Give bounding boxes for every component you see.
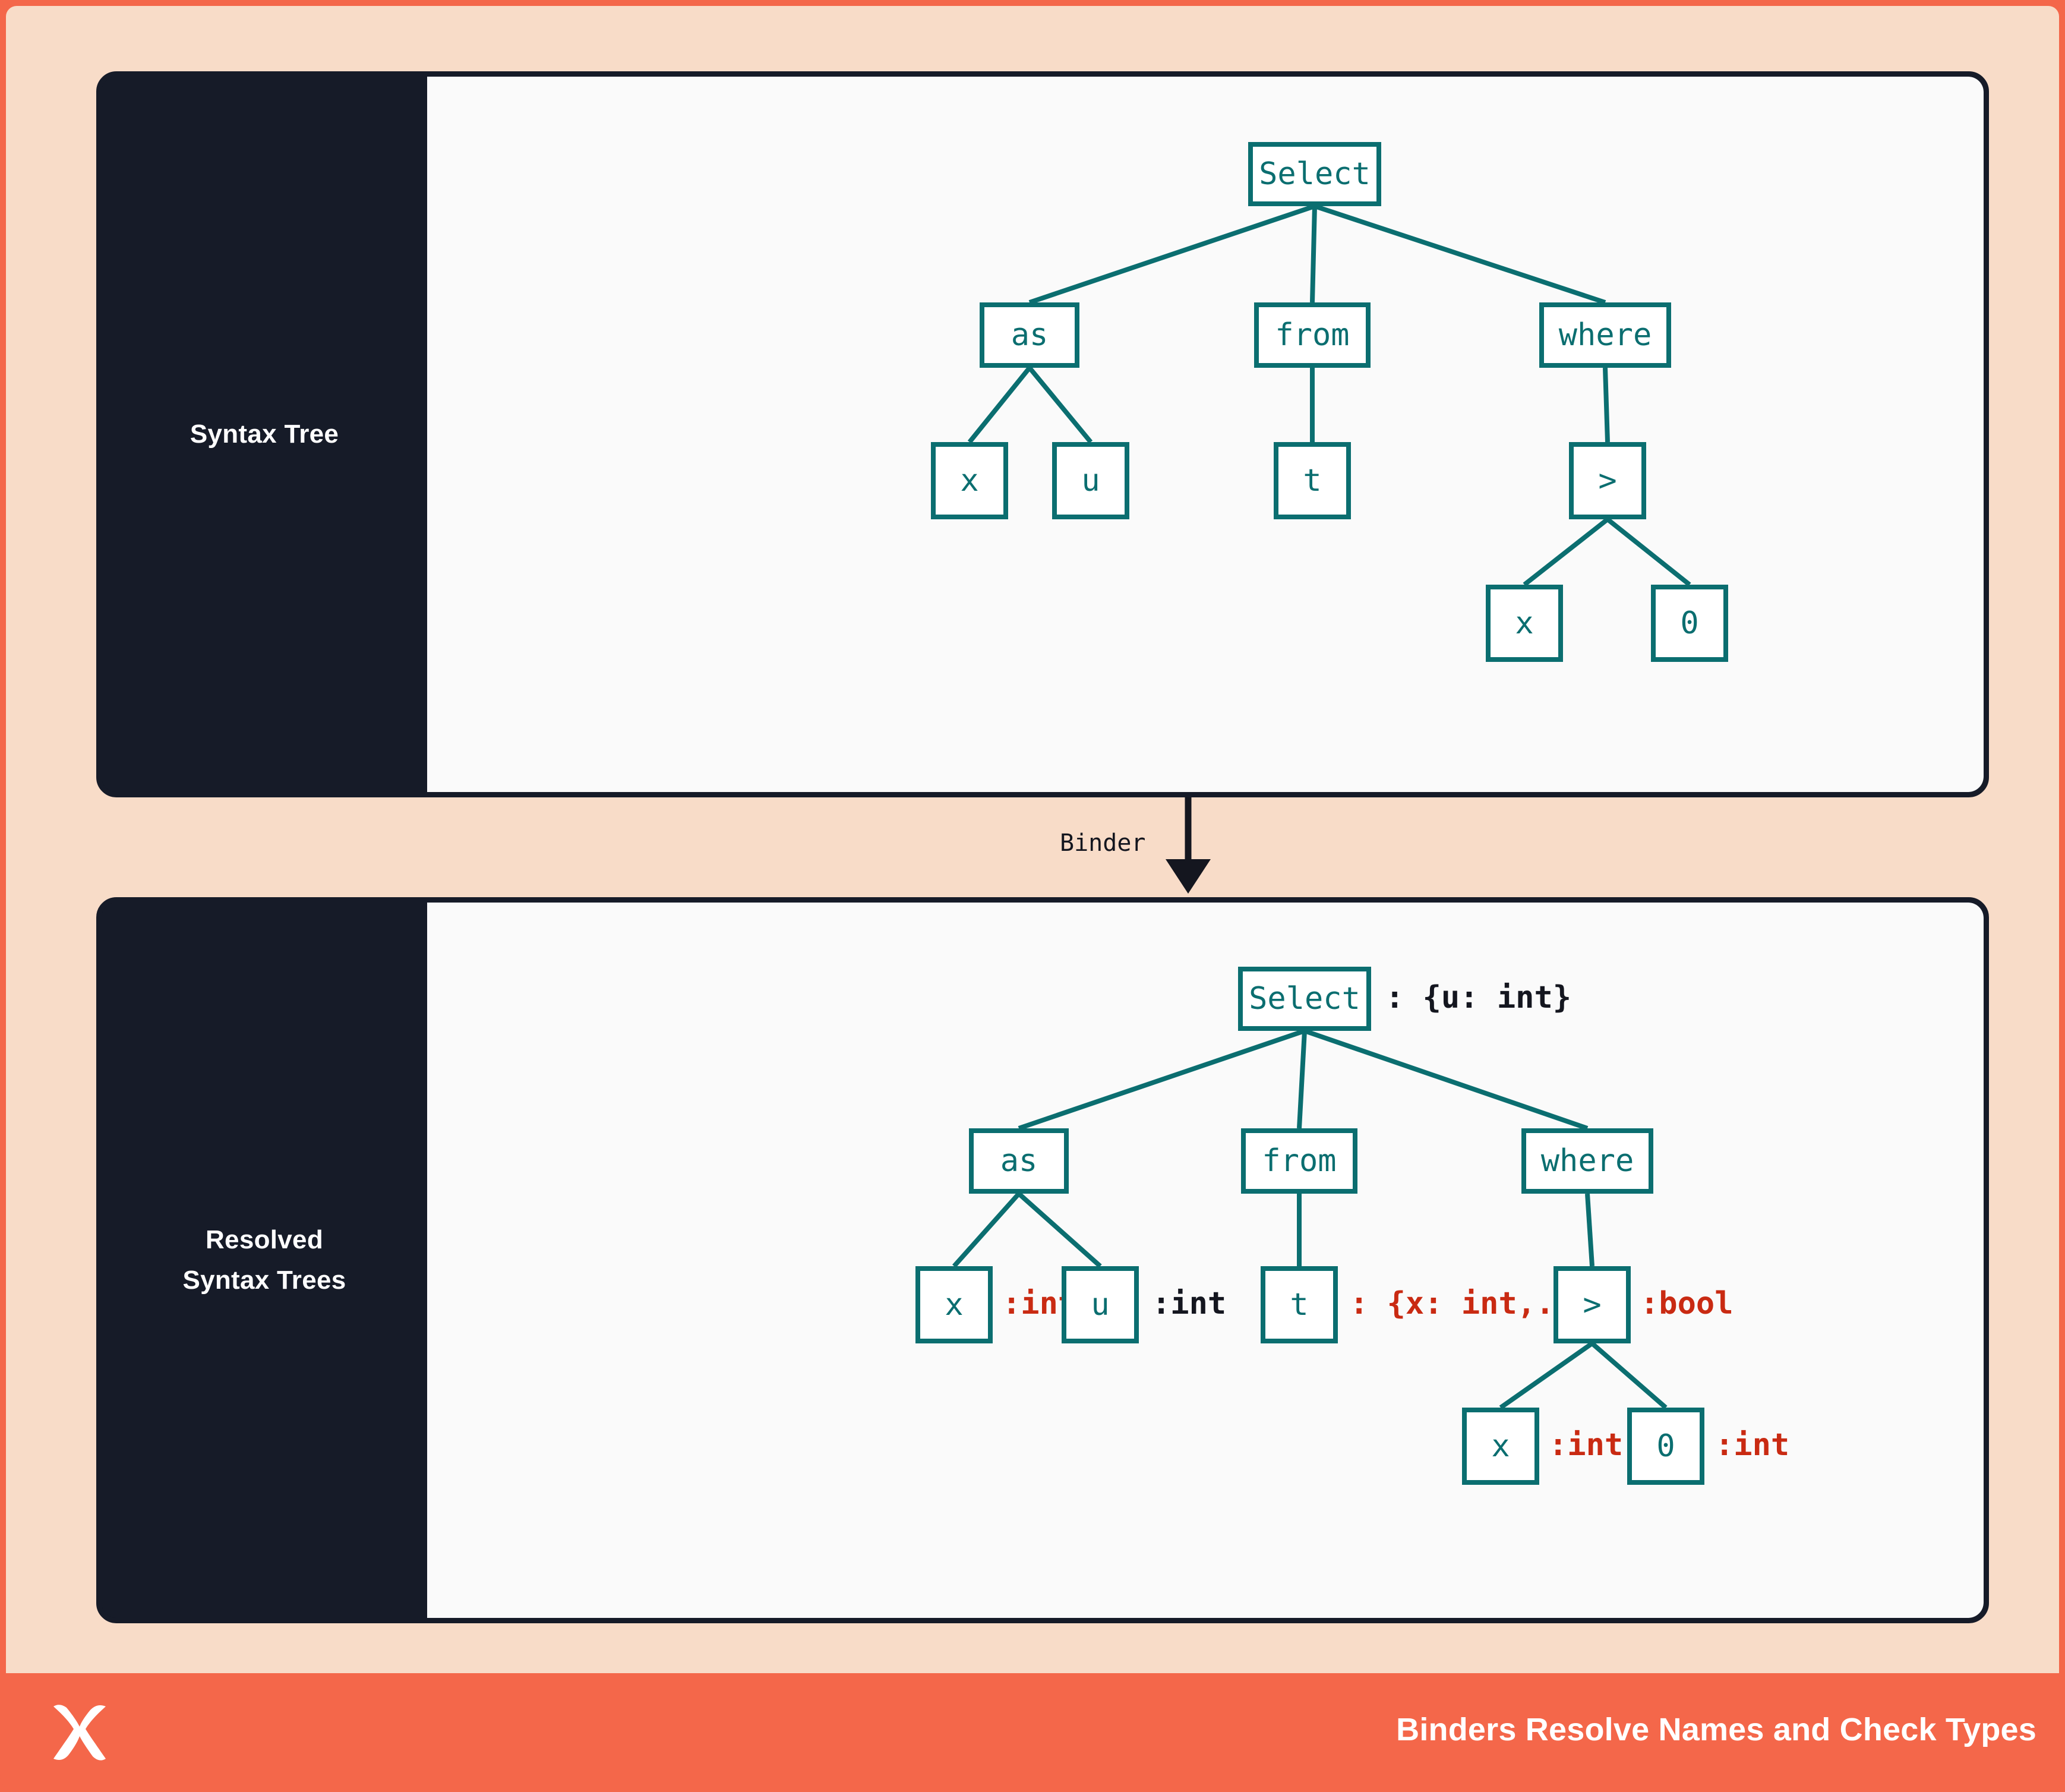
type-annotation-x2: :int (1549, 1427, 1624, 1463)
tree-edge-select-from (1297, 1030, 1307, 1129)
tree-node-u: u (1052, 442, 1129, 519)
tree-edge-select-as (1018, 1028, 1306, 1131)
tree-edge-where-gt (1585, 1193, 1594, 1267)
tree-edge-gt-x2 (1523, 517, 1609, 587)
tree-node-from: from (1254, 302, 1371, 368)
tree-node-x1: x (931, 442, 1008, 519)
tree-node-where: where (1539, 302, 1671, 368)
resolved-syntax-trees-panel: Resolved Syntax Trees Select : {u: int} as… (96, 897, 1989, 1623)
tree-edge-select-where (1303, 1028, 1589, 1131)
tree-edge-as-u (1027, 366, 1093, 444)
tree-edge-gt-x2 (1499, 1341, 1594, 1410)
tree-node-as: as (980, 302, 1079, 368)
tree-node-where: where (1521, 1128, 1653, 1194)
tree-edge-as-u (1017, 1192, 1102, 1268)
resolved-label-line1: Resolved (205, 1225, 324, 1254)
tree-node-x1: x (915, 1266, 993, 1343)
down-arrow-icon (1166, 797, 1211, 894)
tree-edge-gt-zero (1606, 517, 1691, 587)
tree-node-gt: > (1554, 1266, 1631, 1343)
footer-bar: Binders Resolve Names and Check Types (6, 1673, 2065, 1786)
tree-edge-as-x1 (952, 1192, 1021, 1268)
tree-node-u: u (1062, 1266, 1139, 1343)
resolved-tree-edges (952, 1028, 1668, 1410)
syntax-tree-panel-label: Syntax Tree (102, 77, 427, 792)
tree-node-t: t (1274, 442, 1351, 519)
tree-node-from: from (1241, 1128, 1357, 1194)
binder-arrow-group (6, 797, 2065, 898)
tree-edge-as-x1 (967, 366, 1032, 444)
butterfly-x-logo-icon (53, 1705, 106, 1761)
tree-node-as: as (969, 1128, 1069, 1194)
resolved-syntax-trees-panel-label: Resolved Syntax Trees (102, 903, 427, 1618)
binder-label: Binder (1060, 829, 1146, 857)
syntax-tree-edges (967, 204, 1691, 587)
resolved-label-line2: Syntax Trees (182, 1266, 346, 1295)
tree-node-x2: x (1462, 1408, 1539, 1485)
tree-edge-select-from (1310, 206, 1317, 303)
tree-node-x2: x (1486, 585, 1563, 662)
tree-edge-select-as (1028, 204, 1316, 305)
tree-node-t: t (1261, 1266, 1338, 1343)
tree-node-select: Select (1238, 967, 1371, 1031)
type-annotation-select: : {u: int} (1385, 980, 1572, 1015)
tree-edge-select-where (1313, 204, 1606, 305)
tree-node-zero: 0 (1651, 585, 1728, 662)
tree-edge-gt-zero (1590, 1341, 1668, 1410)
tree-node-gt: > (1569, 442, 1646, 519)
type-annotation-u: :int (1152, 1286, 1227, 1321)
type-annotation-zero: :int (1715, 1427, 1790, 1463)
tree-edge-where-gt (1603, 367, 1610, 443)
tree-node-zero: 0 (1627, 1408, 1704, 1485)
type-annotation-gt: :bool (1640, 1286, 1734, 1321)
footer-caption: Binders Resolve Names and Check Types (1396, 1712, 2036, 1747)
tree-node-select: Select (1248, 142, 1381, 206)
